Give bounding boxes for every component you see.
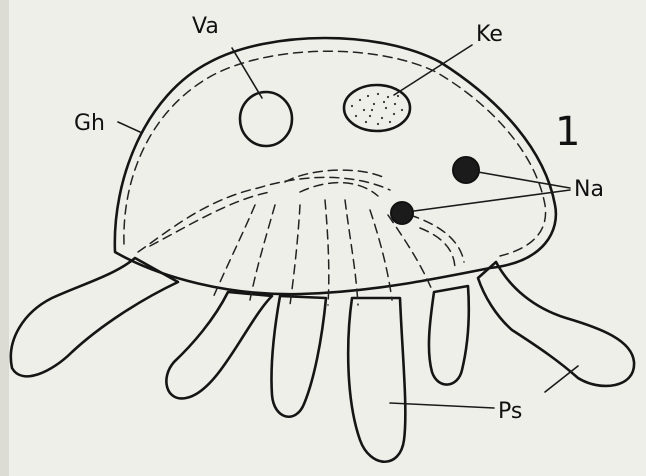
label-ps: Ps <box>498 399 522 424</box>
label-va: Va <box>192 14 219 39</box>
basal-dashed-lines <box>138 170 464 305</box>
leader-gh <box>118 122 140 132</box>
leader-na-lower <box>414 190 570 211</box>
pseudopod-2 <box>166 292 272 398</box>
nucleus-stipple <box>351 93 403 125</box>
pseudopod-1 <box>11 258 178 376</box>
pseudopod-4 <box>348 298 405 462</box>
paper-edge <box>0 0 9 476</box>
vacuole <box>240 92 292 146</box>
nucleolus-lower <box>391 202 413 224</box>
cell-body-outline <box>115 38 556 294</box>
label-ke: Ke <box>476 22 503 47</box>
nucleolus-upper <box>453 157 479 183</box>
figure-number: 1 <box>555 109 580 155</box>
leader-va <box>232 48 262 98</box>
label-na: Na <box>574 177 604 202</box>
pseudopodia <box>11 258 634 462</box>
pseudopod-5 <box>429 286 469 385</box>
pseudopod-3 <box>271 296 326 417</box>
label-gh: Gh <box>74 111 105 136</box>
inner-membrane-dashed <box>124 51 546 256</box>
leader-ps-right <box>545 366 578 392</box>
leader-na-upper <box>478 172 570 188</box>
pseudopod-6 <box>478 262 634 386</box>
